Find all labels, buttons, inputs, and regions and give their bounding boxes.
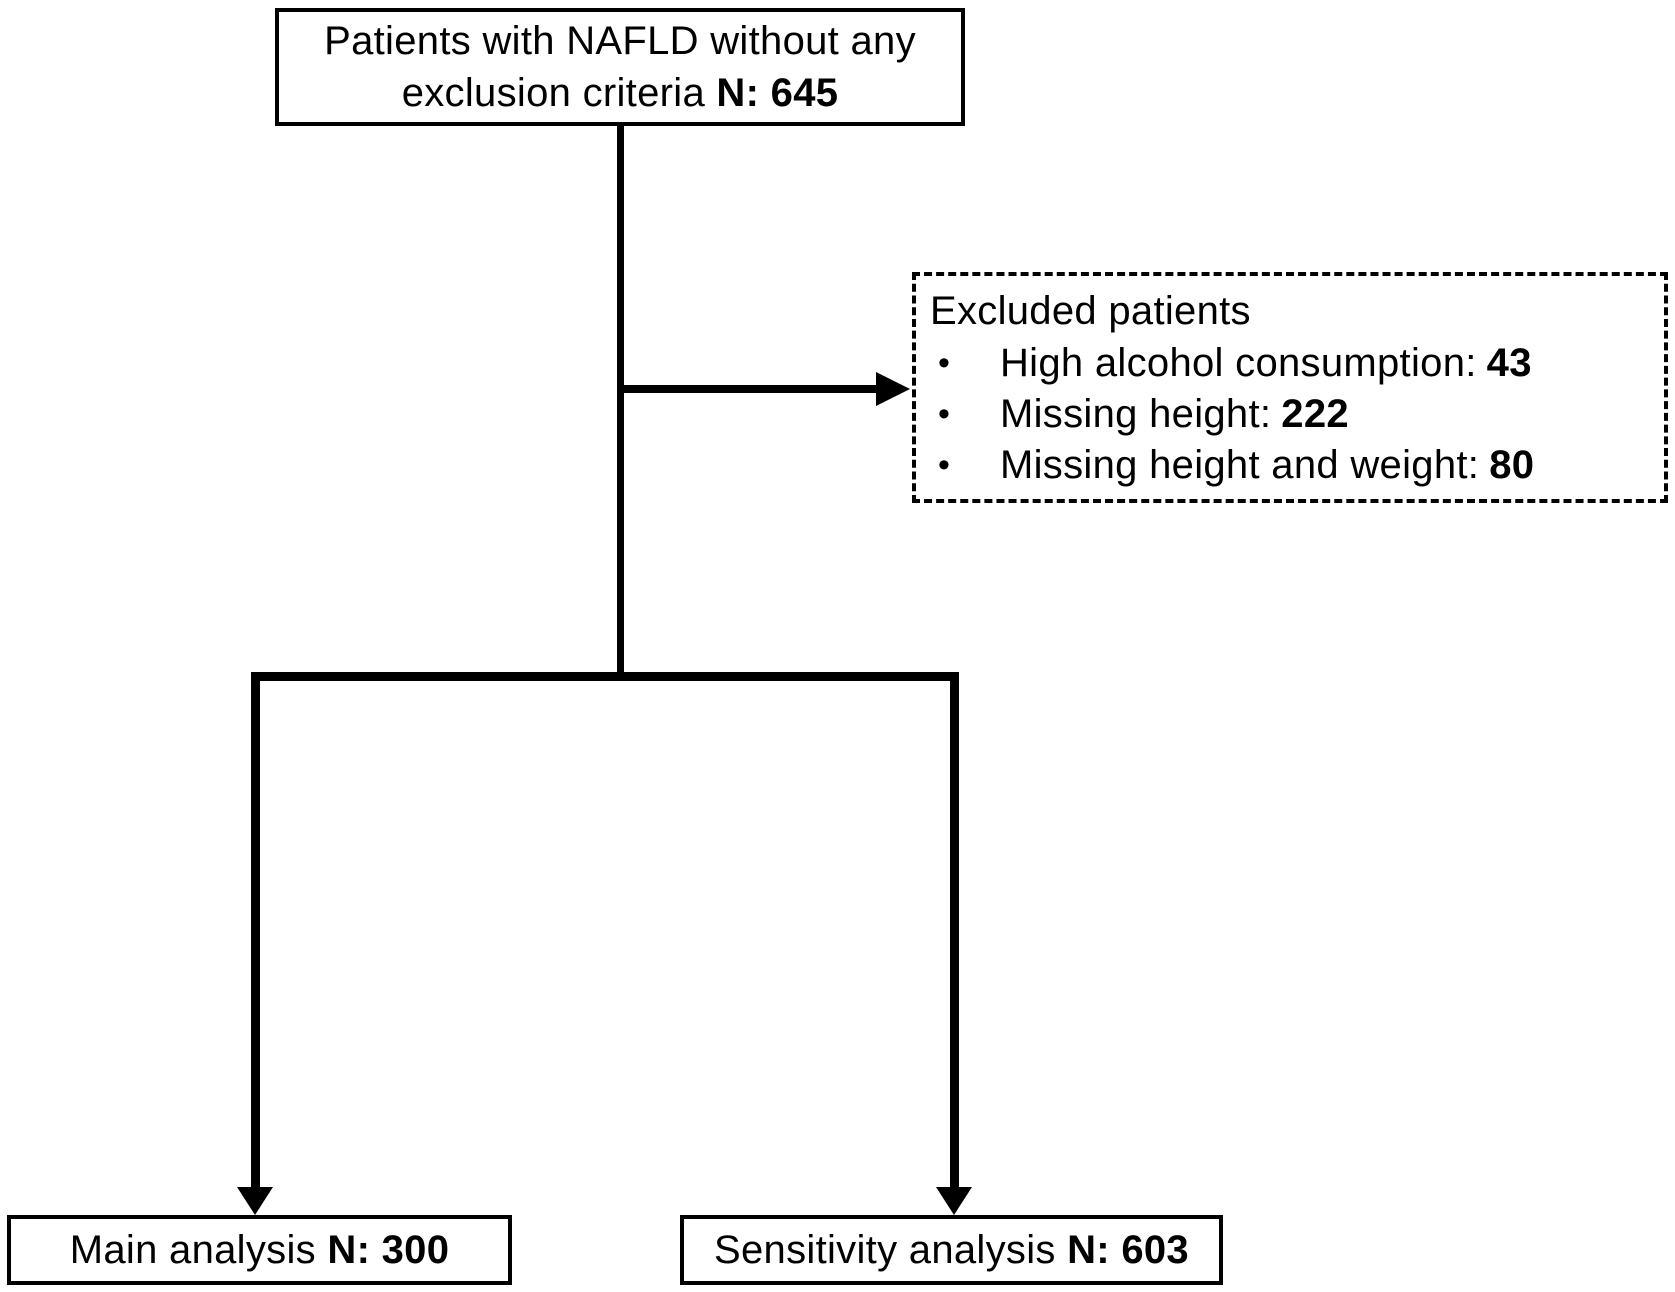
excluded-item-label: Missing height: bbox=[1000, 392, 1272, 436]
sensitivity-analysis-count: N: 603 bbox=[1067, 1228, 1189, 1272]
connector-split-bar bbox=[251, 672, 959, 681]
source-population-box: Patients with NAFLD without any exclusio… bbox=[275, 8, 965, 126]
main-analysis-text: Main analysis N: 300 bbox=[70, 1224, 450, 1276]
source-population-line1: Patients with NAFLD without any bbox=[324, 19, 916, 63]
arrowhead-right-icon bbox=[876, 372, 910, 406]
bullet-icon: • bbox=[938, 344, 951, 382]
source-population-line2: exclusion criteria N: 645 bbox=[401, 71, 839, 115]
excluded-item-value: 80 bbox=[1489, 443, 1535, 487]
sensitivity-analysis-box: Sensitivity analysis N: 603 bbox=[680, 1215, 1223, 1285]
excluded-item-label: Missing height and weight: bbox=[1000, 443, 1480, 487]
sensitivity-analysis-text: Sensitivity analysis N: 603 bbox=[714, 1224, 1189, 1276]
excluded-item-alcohol: • High alcohol consumption: 43 bbox=[930, 338, 1656, 389]
main-analysis-box: Main analysis N: 300 bbox=[7, 1215, 512, 1285]
excluded-item-missing-height: • Missing height: 222 bbox=[930, 389, 1656, 440]
bullet-icon: • bbox=[938, 395, 951, 433]
excluded-item-value: 43 bbox=[1486, 341, 1532, 385]
connector-vertical-left-branch bbox=[251, 672, 260, 1189]
connector-horizontal-excluded bbox=[620, 385, 876, 393]
main-analysis-label: Main analysis bbox=[69, 1228, 316, 1272]
arrowhead-down-icon bbox=[237, 1187, 273, 1215]
arrowhead-down-icon bbox=[936, 1187, 972, 1215]
bullet-icon: • bbox=[938, 446, 951, 484]
excluded-item-label: High alcohol consumption: bbox=[1000, 341, 1477, 385]
source-population-count: N: 645 bbox=[716, 71, 839, 115]
excluded-patients-box: Excluded patients • High alcohol consump… bbox=[912, 272, 1668, 503]
connector-vertical-right-branch bbox=[950, 672, 959, 1189]
connector-vertical-main bbox=[617, 124, 624, 676]
excluded-patients-title: Excluded patients bbox=[930, 289, 1251, 333]
excluded-item-missing-height-weight: • Missing height and weight: 80 bbox=[930, 440, 1656, 491]
source-population-text: Patients with NAFLD without any exclusio… bbox=[324, 15, 916, 119]
sensitivity-analysis-label: Sensitivity analysis bbox=[714, 1228, 1056, 1272]
main-analysis-count: N: 300 bbox=[327, 1228, 450, 1272]
excluded-item-value: 222 bbox=[1281, 392, 1349, 436]
